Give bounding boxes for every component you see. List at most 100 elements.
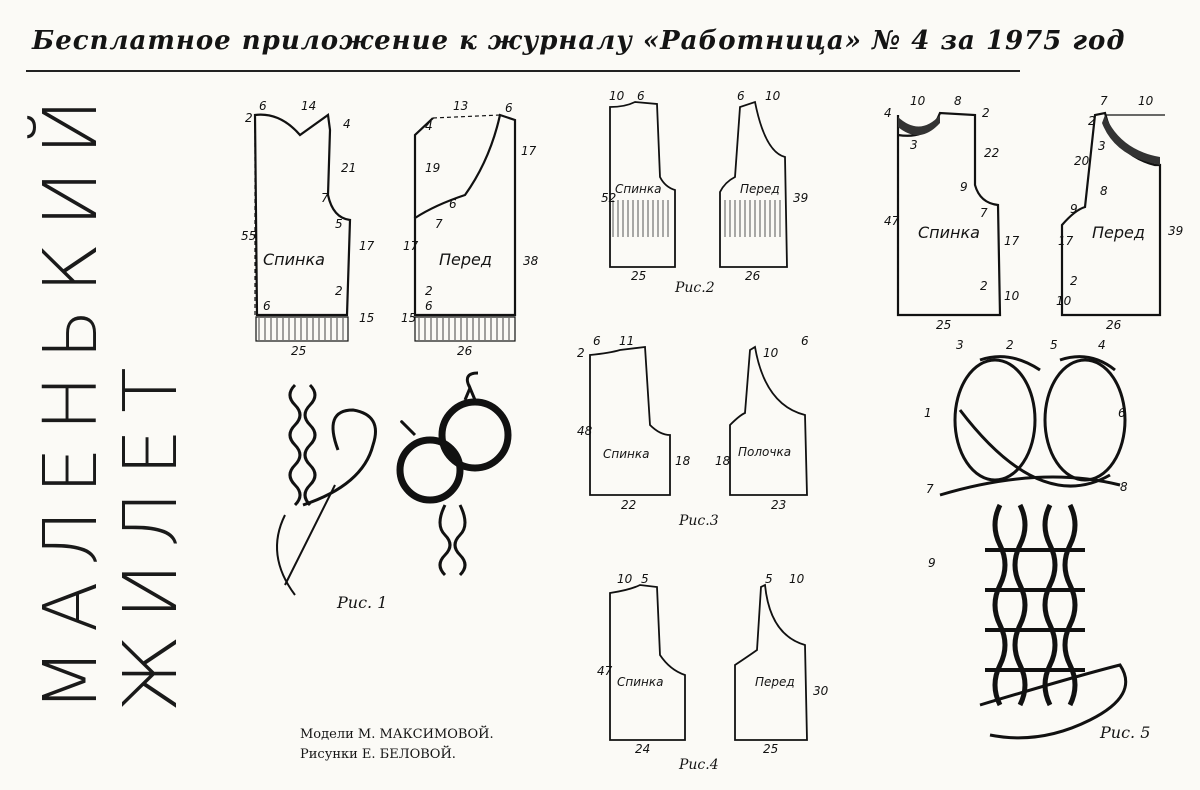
fig1-drawing <box>276 371 512 596</box>
svg-text:21: 21 <box>341 161 356 175</box>
svg-text:7: 7 <box>435 217 443 231</box>
main-back-outline: 6 14 2 4 21 7 5 17 55 2 15 6 25 <box>241 99 375 358</box>
svg-text:15: 15 <box>359 311 374 325</box>
svg-text:8: 8 <box>1120 480 1128 494</box>
svg-text:6: 6 <box>1118 406 1126 420</box>
svg-text:25: 25 <box>291 344 306 358</box>
svg-text:10: 10 <box>1004 289 1020 303</box>
fig4-front-label: Перед <box>755 675 795 689</box>
svg-text:10: 10 <box>1138 94 1154 108</box>
credits: Модели М. МАКСИМОВОЙ. Рисунки Е. БЕЛОВОЙ… <box>300 725 494 765</box>
svg-text:17: 17 <box>359 239 375 253</box>
fig3-front-label: Полочка <box>738 445 792 459</box>
svg-text:5: 5 <box>335 217 343 231</box>
svg-text:7: 7 <box>980 206 988 220</box>
right-back-label: Спинка <box>918 223 980 242</box>
svg-text:6: 6 <box>505 101 513 115</box>
fig3-label: Рис.3 <box>679 513 719 529</box>
svg-text:38: 38 <box>523 254 539 268</box>
svg-text:4: 4 <box>343 117 351 131</box>
svg-text:22: 22 <box>621 498 636 512</box>
svg-text:7: 7 <box>1100 94 1108 108</box>
svg-text:26: 26 <box>745 269 761 283</box>
svg-text:6: 6 <box>263 299 271 313</box>
fig3-back-label: Спинка <box>603 447 650 461</box>
svg-text:17: 17 <box>521 144 537 158</box>
svg-text:4: 4 <box>425 119 433 133</box>
svg-text:3: 3 <box>1098 139 1106 153</box>
svg-text:11: 11 <box>619 334 634 348</box>
svg-text:4: 4 <box>1098 338 1106 352</box>
svg-text:2: 2 <box>425 284 433 298</box>
svg-text:2: 2 <box>1088 114 1096 128</box>
svg-text:2: 2 <box>335 284 343 298</box>
svg-text:17: 17 <box>1058 234 1074 248</box>
svg-text:52: 52 <box>601 191 616 205</box>
credits-drawings: Рисунки Е. БЕЛОВОЙ. <box>300 747 456 762</box>
svg-text:10: 10 <box>1056 294 1072 308</box>
svg-text:18: 18 <box>675 454 691 468</box>
svg-text:9: 9 <box>928 556 936 570</box>
svg-text:22: 22 <box>984 146 999 160</box>
svg-text:7: 7 <box>926 482 934 496</box>
main-front-label: Перед <box>439 250 492 269</box>
svg-text:10: 10 <box>609 89 625 103</box>
svg-text:4: 4 <box>884 106 892 120</box>
svg-text:55: 55 <box>241 229 256 243</box>
svg-text:23: 23 <box>771 498 786 512</box>
fig2-back-label: Спинка <box>615 182 662 196</box>
svg-text:7: 7 <box>321 191 329 205</box>
svg-text:26: 26 <box>1106 318 1122 332</box>
svg-text:6: 6 <box>737 89 745 103</box>
svg-text:10: 10 <box>789 572 805 586</box>
svg-text:6: 6 <box>801 334 809 348</box>
svg-text:1: 1 <box>924 406 932 420</box>
svg-text:25: 25 <box>763 742 778 756</box>
svg-text:2: 2 <box>577 346 585 360</box>
svg-text:30: 30 <box>813 684 829 698</box>
svg-text:48: 48 <box>577 424 593 438</box>
svg-text:17: 17 <box>403 239 419 253</box>
svg-text:47: 47 <box>597 664 613 678</box>
svg-text:2: 2 <box>1006 338 1014 352</box>
svg-text:14: 14 <box>301 99 316 113</box>
svg-text:13: 13 <box>453 99 468 113</box>
svg-text:2: 2 <box>245 111 253 125</box>
svg-text:20: 20 <box>1074 154 1090 168</box>
svg-text:6: 6 <box>259 99 267 113</box>
svg-text:2: 2 <box>1070 274 1078 288</box>
svg-text:15: 15 <box>401 311 416 325</box>
svg-text:9: 9 <box>1070 202 1078 216</box>
header-rule <box>26 70 1020 72</box>
svg-text:6: 6 <box>593 334 601 348</box>
right-front-label: Перед <box>1092 223 1145 242</box>
svg-text:2: 2 <box>982 106 990 120</box>
svg-text:10: 10 <box>765 89 781 103</box>
side-title-line2: ЖИЛЕТ <box>108 351 194 712</box>
svg-text:24: 24 <box>635 742 650 756</box>
svg-text:6: 6 <box>637 89 645 103</box>
svg-text:8: 8 <box>1100 184 1108 198</box>
svg-text:6: 6 <box>449 197 457 211</box>
svg-text:26: 26 <box>457 344 473 358</box>
svg-text:8: 8 <box>954 94 962 108</box>
svg-text:19: 19 <box>425 161 440 175</box>
svg-text:18: 18 <box>715 454 731 468</box>
svg-text:25: 25 <box>936 318 951 332</box>
credits-models: Модели М. МАКСИМОВОЙ. <box>300 727 494 742</box>
svg-text:10: 10 <box>617 572 633 586</box>
fig1-label: Рис. 1 <box>337 593 388 612</box>
